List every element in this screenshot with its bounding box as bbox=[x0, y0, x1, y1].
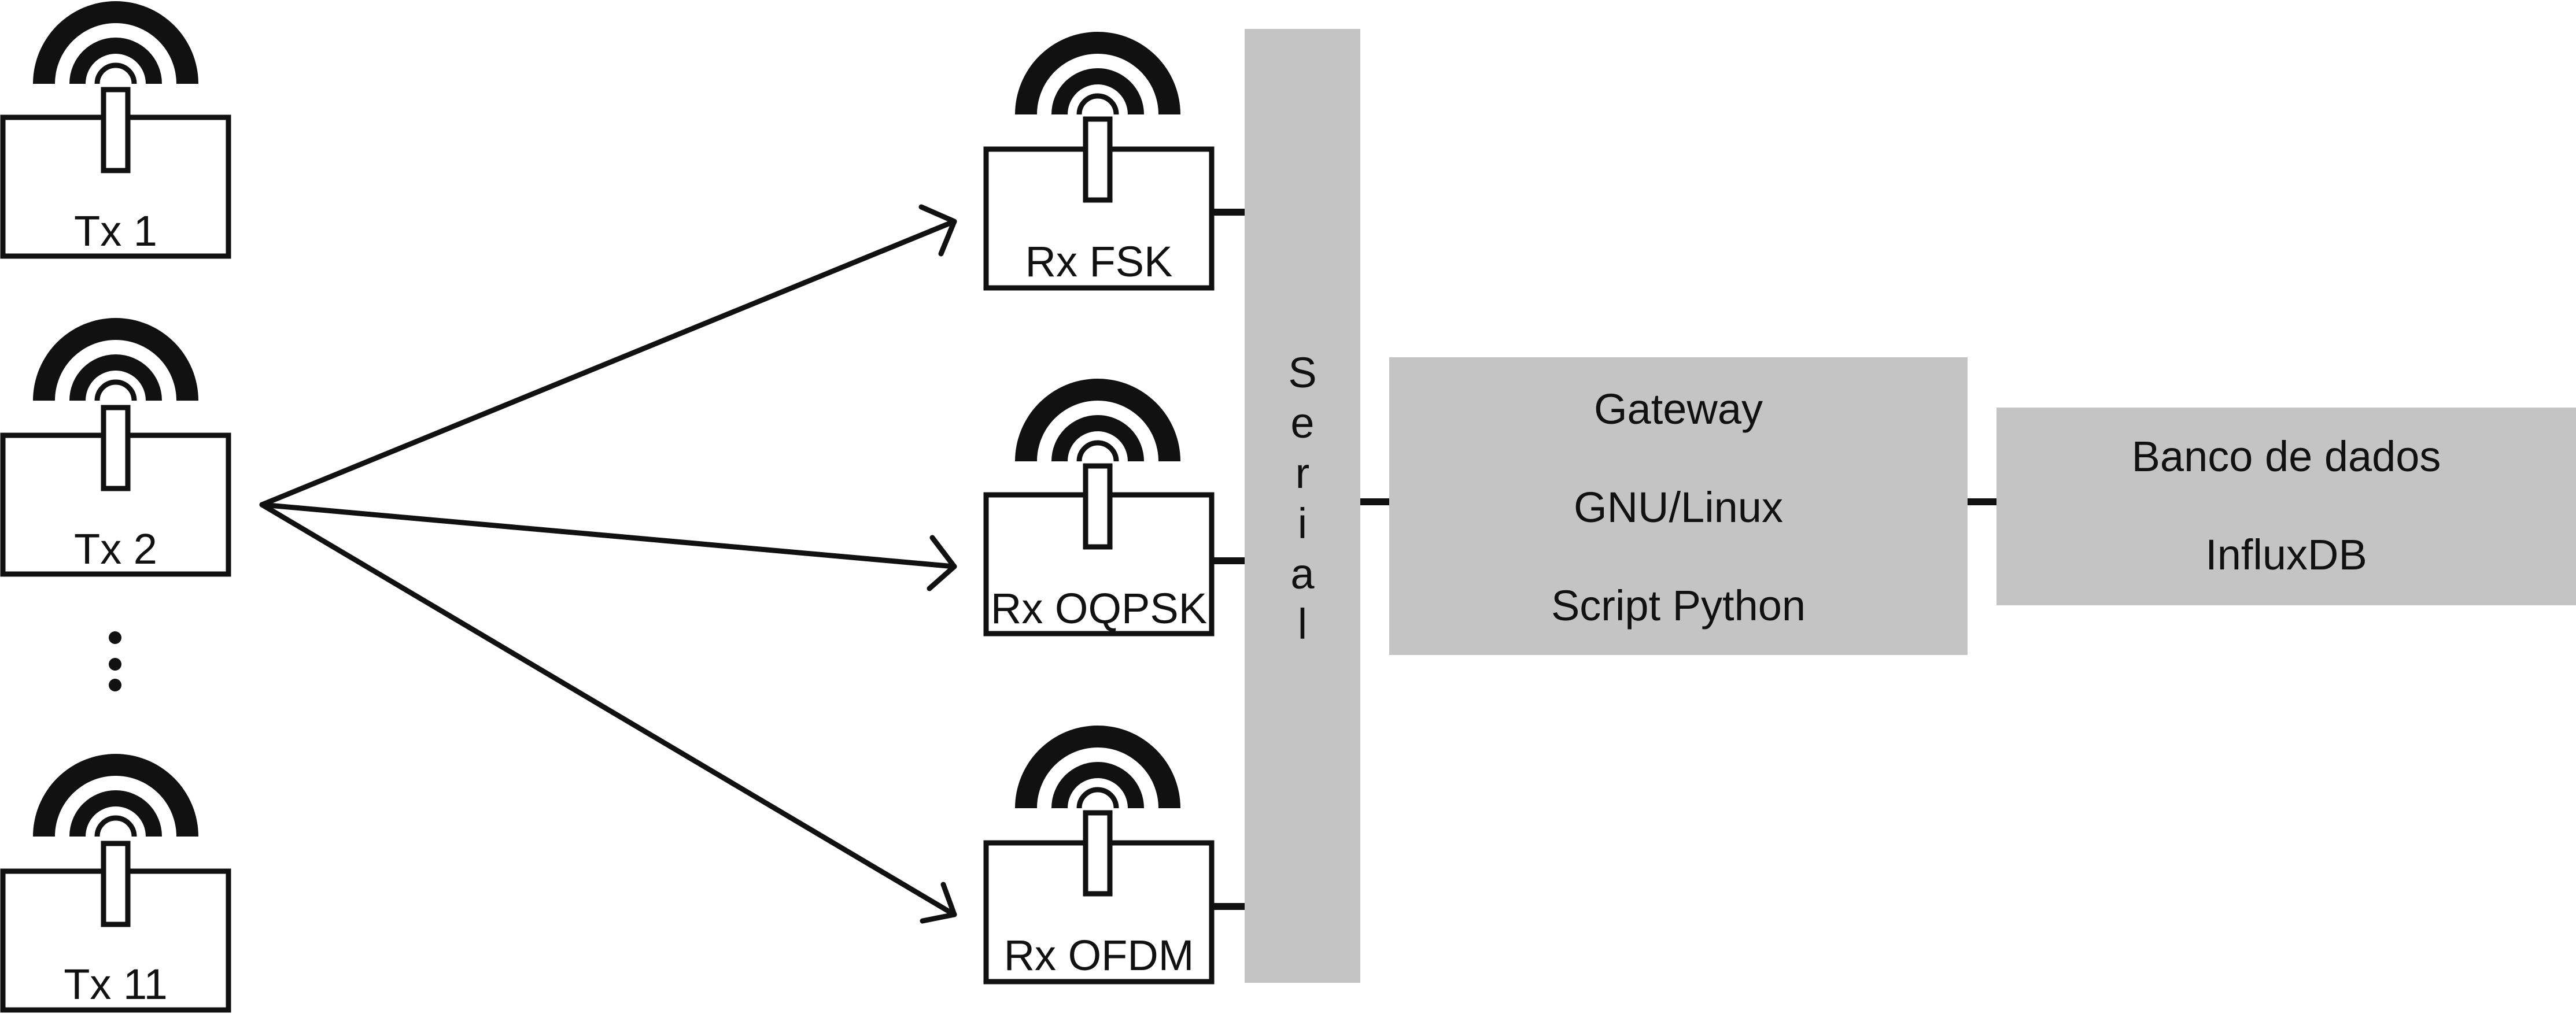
gateway-script: Script Python bbox=[1551, 582, 1806, 630]
database-title: Banco de dados bbox=[2132, 432, 2441, 480]
arrowhead bbox=[918, 204, 957, 257]
rx-label: Rx FSK bbox=[1025, 238, 1173, 286]
antenna-icon bbox=[33, 318, 198, 401]
serial-letter: a bbox=[1290, 550, 1315, 598]
serial-panel bbox=[1245, 29, 1360, 983]
gateway-os: GNU/Linux bbox=[1574, 483, 1783, 531]
gateway-box: Gateway GNU/Linux Script Python bbox=[1389, 357, 1968, 655]
rx-node-ofdm: Rx OFDM bbox=[983, 726, 1215, 985]
rx-label: Rx OFDM bbox=[1004, 931, 1194, 979]
serial-letter: e bbox=[1290, 399, 1314, 447]
antenna-mast bbox=[1083, 463, 1113, 550]
rx-node-fsk: Rx FSK bbox=[983, 32, 1215, 291]
antenna-mast bbox=[101, 841, 131, 927]
rx-box bbox=[983, 840, 1215, 985]
database-name: InfluxDB bbox=[2205, 531, 2367, 579]
tx-node-1: Tx 1 bbox=[0, 1, 231, 259]
antenna-icon bbox=[33, 754, 198, 837]
wireless-links bbox=[259, 204, 957, 924]
rx-node-oqpsk: Rx OQPSK bbox=[983, 379, 1215, 636]
tx-node-11: Tx 11 bbox=[0, 754, 231, 1013]
serial-letter: r bbox=[1296, 449, 1310, 497]
tx-label: Tx 11 bbox=[64, 960, 168, 1008]
database-box: Banco de dados InfluxDB bbox=[1996, 408, 2576, 605]
link-to-rx-oqpsk bbox=[259, 502, 957, 569]
antenna-icon bbox=[1015, 726, 1180, 809]
serial-letter: S bbox=[1288, 349, 1316, 397]
link-to-rx-ofdm bbox=[259, 502, 957, 917]
arrowhead bbox=[920, 882, 957, 924]
antenna-mast bbox=[101, 87, 131, 173]
antenna-mast bbox=[1083, 810, 1113, 897]
antenna-mast bbox=[1083, 116, 1113, 203]
tx-node-2: Tx 2 bbox=[0, 318, 231, 577]
antenna-icon bbox=[1015, 379, 1180, 462]
arrowhead bbox=[927, 535, 957, 591]
tx-label: Tx 1 bbox=[74, 207, 157, 255]
antenna-icon bbox=[33, 1, 198, 84]
antenna-mast bbox=[101, 405, 131, 491]
link-to-rx-fsk bbox=[259, 219, 957, 508]
serial-connectors bbox=[1212, 209, 1245, 910]
serial-letter: l bbox=[1298, 600, 1307, 648]
antenna-icon bbox=[1015, 32, 1180, 115]
vertical-ellipsis-icon bbox=[109, 631, 121, 691]
rx-box bbox=[983, 146, 1215, 291]
tx-label: Tx 2 bbox=[74, 525, 157, 573]
serial-letter: i bbox=[1298, 499, 1307, 547]
rx-label: Rx OQPSK bbox=[991, 584, 1207, 632]
gateway-title: Gateway bbox=[1594, 385, 1763, 433]
